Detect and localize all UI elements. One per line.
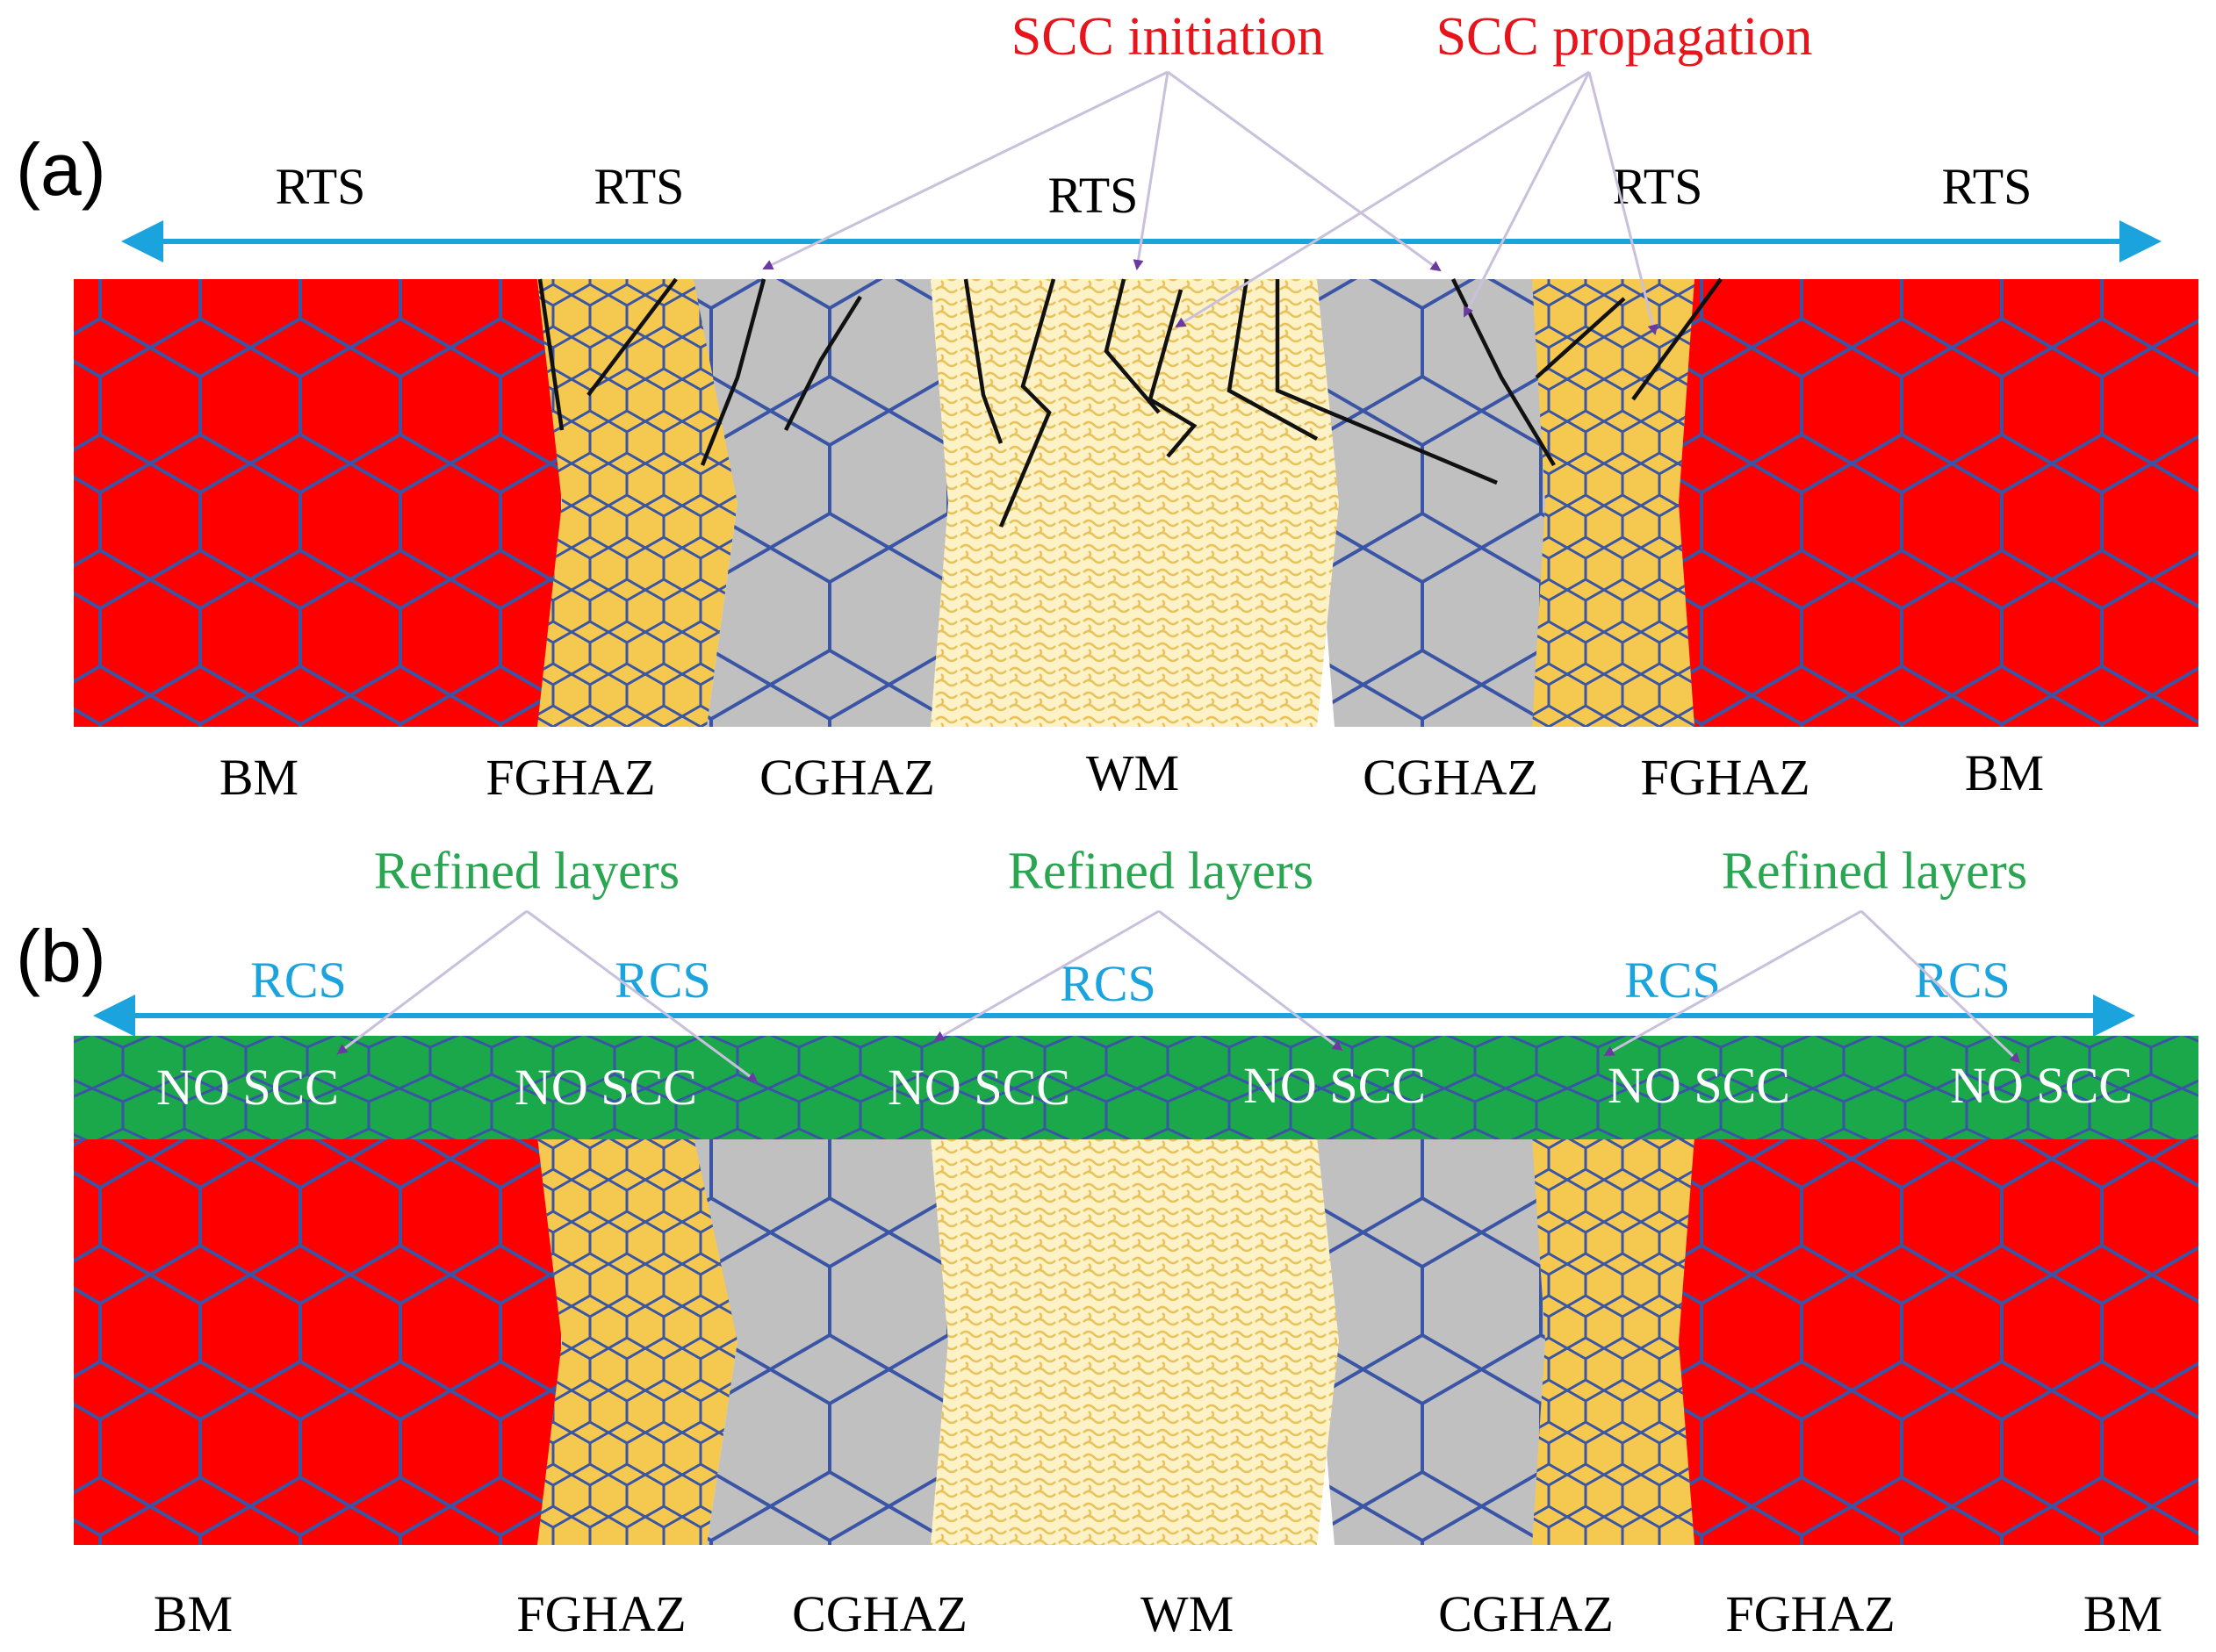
no-scc-label: NO SCC xyxy=(1243,1057,1426,1114)
zone-label-cghaz: CGHAZ xyxy=(1438,1585,1614,1642)
zone-label-fghaz: FGHAZ xyxy=(486,749,655,806)
stress-label-rts: RTS xyxy=(1942,158,2033,215)
zone-label-cghaz: CGHAZ xyxy=(759,749,935,806)
zone-label-fghaz: FGHAZ xyxy=(1725,1585,1895,1642)
zone-label-bm: BM xyxy=(154,1585,233,1642)
pointer-line xyxy=(1587,71,1658,335)
panel-b-zone-labels: BM FGHAZ CGHAZ WM CGHAZ FGHAZ BM xyxy=(154,1585,2162,1642)
stress-label-rcs: RCS xyxy=(1060,955,1156,1012)
stress-label-rcs: RCS xyxy=(1914,952,2011,1009)
scc-propagation-label: SCC propagation xyxy=(1436,7,1813,67)
panel-a: (a) xyxy=(16,7,2198,806)
bm-right-grains xyxy=(1679,1137,2198,1545)
crack xyxy=(998,278,1056,528)
wm-texture xyxy=(931,1137,1339,1545)
crack xyxy=(963,278,1004,444)
pointer-line xyxy=(1603,909,1862,1057)
bm-left-grains xyxy=(74,1137,561,1545)
stress-label-rcs: RCS xyxy=(615,952,711,1009)
pointer-line xyxy=(1175,70,1590,328)
refined-layers-label: Refined layers xyxy=(1008,842,1313,900)
bm-left-grains xyxy=(74,279,561,727)
pointer-line xyxy=(336,909,528,1055)
pointer-line xyxy=(526,909,759,1083)
pointer-line xyxy=(1158,909,1343,1052)
fghaz-left-grains xyxy=(537,1137,737,1545)
pointer-line xyxy=(762,70,1169,270)
panel-b-weld-zones xyxy=(74,1137,2198,1545)
cghaz-left-grains xyxy=(694,279,948,727)
wm-texture xyxy=(931,279,1339,727)
zone-label-fghaz: FGHAZ xyxy=(1640,749,1809,806)
panel-b-layer-labels: NO SCC NO SCC NO SCC NO SCC NO SCC NO SC… xyxy=(156,1057,2133,1116)
panel-a-stress-labels: RTS RTS RTS RTS RTS xyxy=(276,158,2033,224)
cghaz-right-grains xyxy=(1317,1137,1545,1545)
panel-a-cracks xyxy=(537,277,1723,528)
no-scc-label: NO SCC xyxy=(1608,1057,1790,1114)
pointer-line xyxy=(1133,71,1169,270)
crack xyxy=(1275,279,1498,485)
crack xyxy=(586,277,678,397)
panel-a-weld-zones xyxy=(74,279,2198,727)
zone-label-bm: BM xyxy=(2083,1585,2162,1642)
refined-layers-label: Refined layers xyxy=(374,842,680,900)
crack xyxy=(783,295,862,432)
stress-label-rcs: RCS xyxy=(1624,952,1721,1009)
crack xyxy=(1104,278,1161,414)
pointer-line xyxy=(1463,71,1591,318)
refined-layers-label: Refined layers xyxy=(1722,842,2027,900)
stress-label-rts: RTS xyxy=(276,158,366,215)
fghaz-right-grains xyxy=(1517,279,1694,727)
stress-label-rts: RTS xyxy=(1048,167,1139,224)
crack xyxy=(1535,297,1626,379)
zone-label-bm: BM xyxy=(219,749,299,806)
stress-label-rcs: RCS xyxy=(250,952,347,1009)
crack xyxy=(1631,277,1723,401)
no-scc-label: NO SCC xyxy=(1950,1057,2133,1114)
panel-b-annotations: Refined layers Refined layers Refined la… xyxy=(374,842,2027,900)
pointer-line xyxy=(1860,909,2021,1064)
cghaz-right-grains xyxy=(1317,279,1545,727)
crack xyxy=(1227,278,1319,441)
no-scc-label: NO SCC xyxy=(156,1059,339,1116)
stress-label-rts: RTS xyxy=(1613,158,1703,215)
cghaz-left-grains xyxy=(694,1137,948,1545)
no-scc-label: NO SCC xyxy=(888,1059,1070,1116)
zone-label-cghaz: CGHAZ xyxy=(792,1585,968,1642)
panel-b-letter: (b) xyxy=(16,915,106,997)
pointer-line xyxy=(1167,70,1442,272)
zone-label-wm: WM xyxy=(1086,744,1179,801)
panel-b-stress-labels: RCS RCS RCS RCS RCS xyxy=(250,952,2011,1012)
zone-label-cghaz: CGHAZ xyxy=(1363,749,1538,806)
panel-a-letter: (a) xyxy=(16,128,106,211)
crack xyxy=(1148,289,1198,458)
scc-initiation-label: SCC initiation xyxy=(1011,7,1325,67)
panel-b-pointers xyxy=(336,909,2021,1083)
zone-label-wm: WM xyxy=(1140,1585,1234,1642)
fghaz-right-grains xyxy=(1517,1137,1694,1545)
zone-label-bm: BM xyxy=(1965,744,2044,801)
stress-label-rts: RTS xyxy=(594,158,685,215)
bm-right-grains xyxy=(1679,279,2198,727)
zone-label-fghaz: FGHAZ xyxy=(516,1585,686,1642)
fghaz-left-grains xyxy=(537,279,737,727)
panel-b: (b) RCS RCS RCS RCS RCS xyxy=(16,842,2198,1642)
pointer-line xyxy=(933,909,1160,1042)
no-scc-label: NO SCC xyxy=(514,1059,697,1116)
panel-a-zone-labels: BM FGHAZ CGHAZ WM CGHAZ FGHAZ BM xyxy=(219,744,2044,806)
refined-layer-grains xyxy=(74,1036,2198,1139)
panel-a-pointers xyxy=(762,70,1658,335)
crack xyxy=(700,278,766,466)
crack xyxy=(537,278,565,431)
